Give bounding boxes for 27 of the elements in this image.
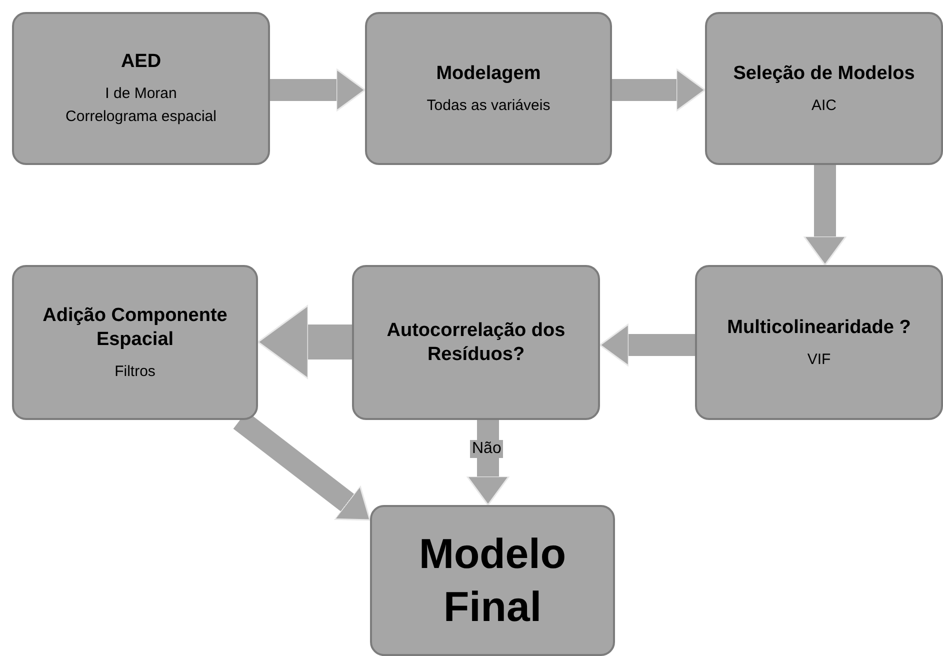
process-box — [370, 505, 615, 656]
process-box — [12, 265, 258, 420]
box-text: I de Moran — [105, 84, 177, 104]
edge-label: Não — [470, 440, 504, 458]
box-text: Todas as variáveis — [426, 96, 550, 116]
box-heading: Multicolinearidade ? — [727, 316, 911, 340]
process-box — [12, 12, 270, 165]
process-box — [705, 12, 943, 165]
box-heading: Adição Componente Espacial — [42, 304, 228, 352]
box-heading: Autocorrelação dos Resíduos? — [386, 318, 566, 366]
process-box — [352, 265, 600, 420]
block-arrow — [599, 323, 695, 367]
box-heading: Seleção de Modelos — [733, 62, 915, 86]
block-arrow — [466, 420, 510, 506]
box-text: VIF — [807, 350, 831, 370]
box-heading: Modelagem — [436, 62, 541, 86]
box-text: Filtros — [114, 362, 156, 381]
box-text: AIC — [811, 96, 836, 116]
block-arrow — [803, 165, 847, 266]
process-box — [695, 265, 943, 420]
block-arrow — [257, 304, 352, 380]
box-text: Correlograma espacial — [66, 107, 216, 127]
block-arrow — [270, 68, 366, 112]
box-heading: Modelo Final — [418, 529, 567, 632]
block-arrow — [612, 68, 706, 112]
process-box — [365, 12, 612, 165]
box-heading: AED — [120, 50, 162, 74]
